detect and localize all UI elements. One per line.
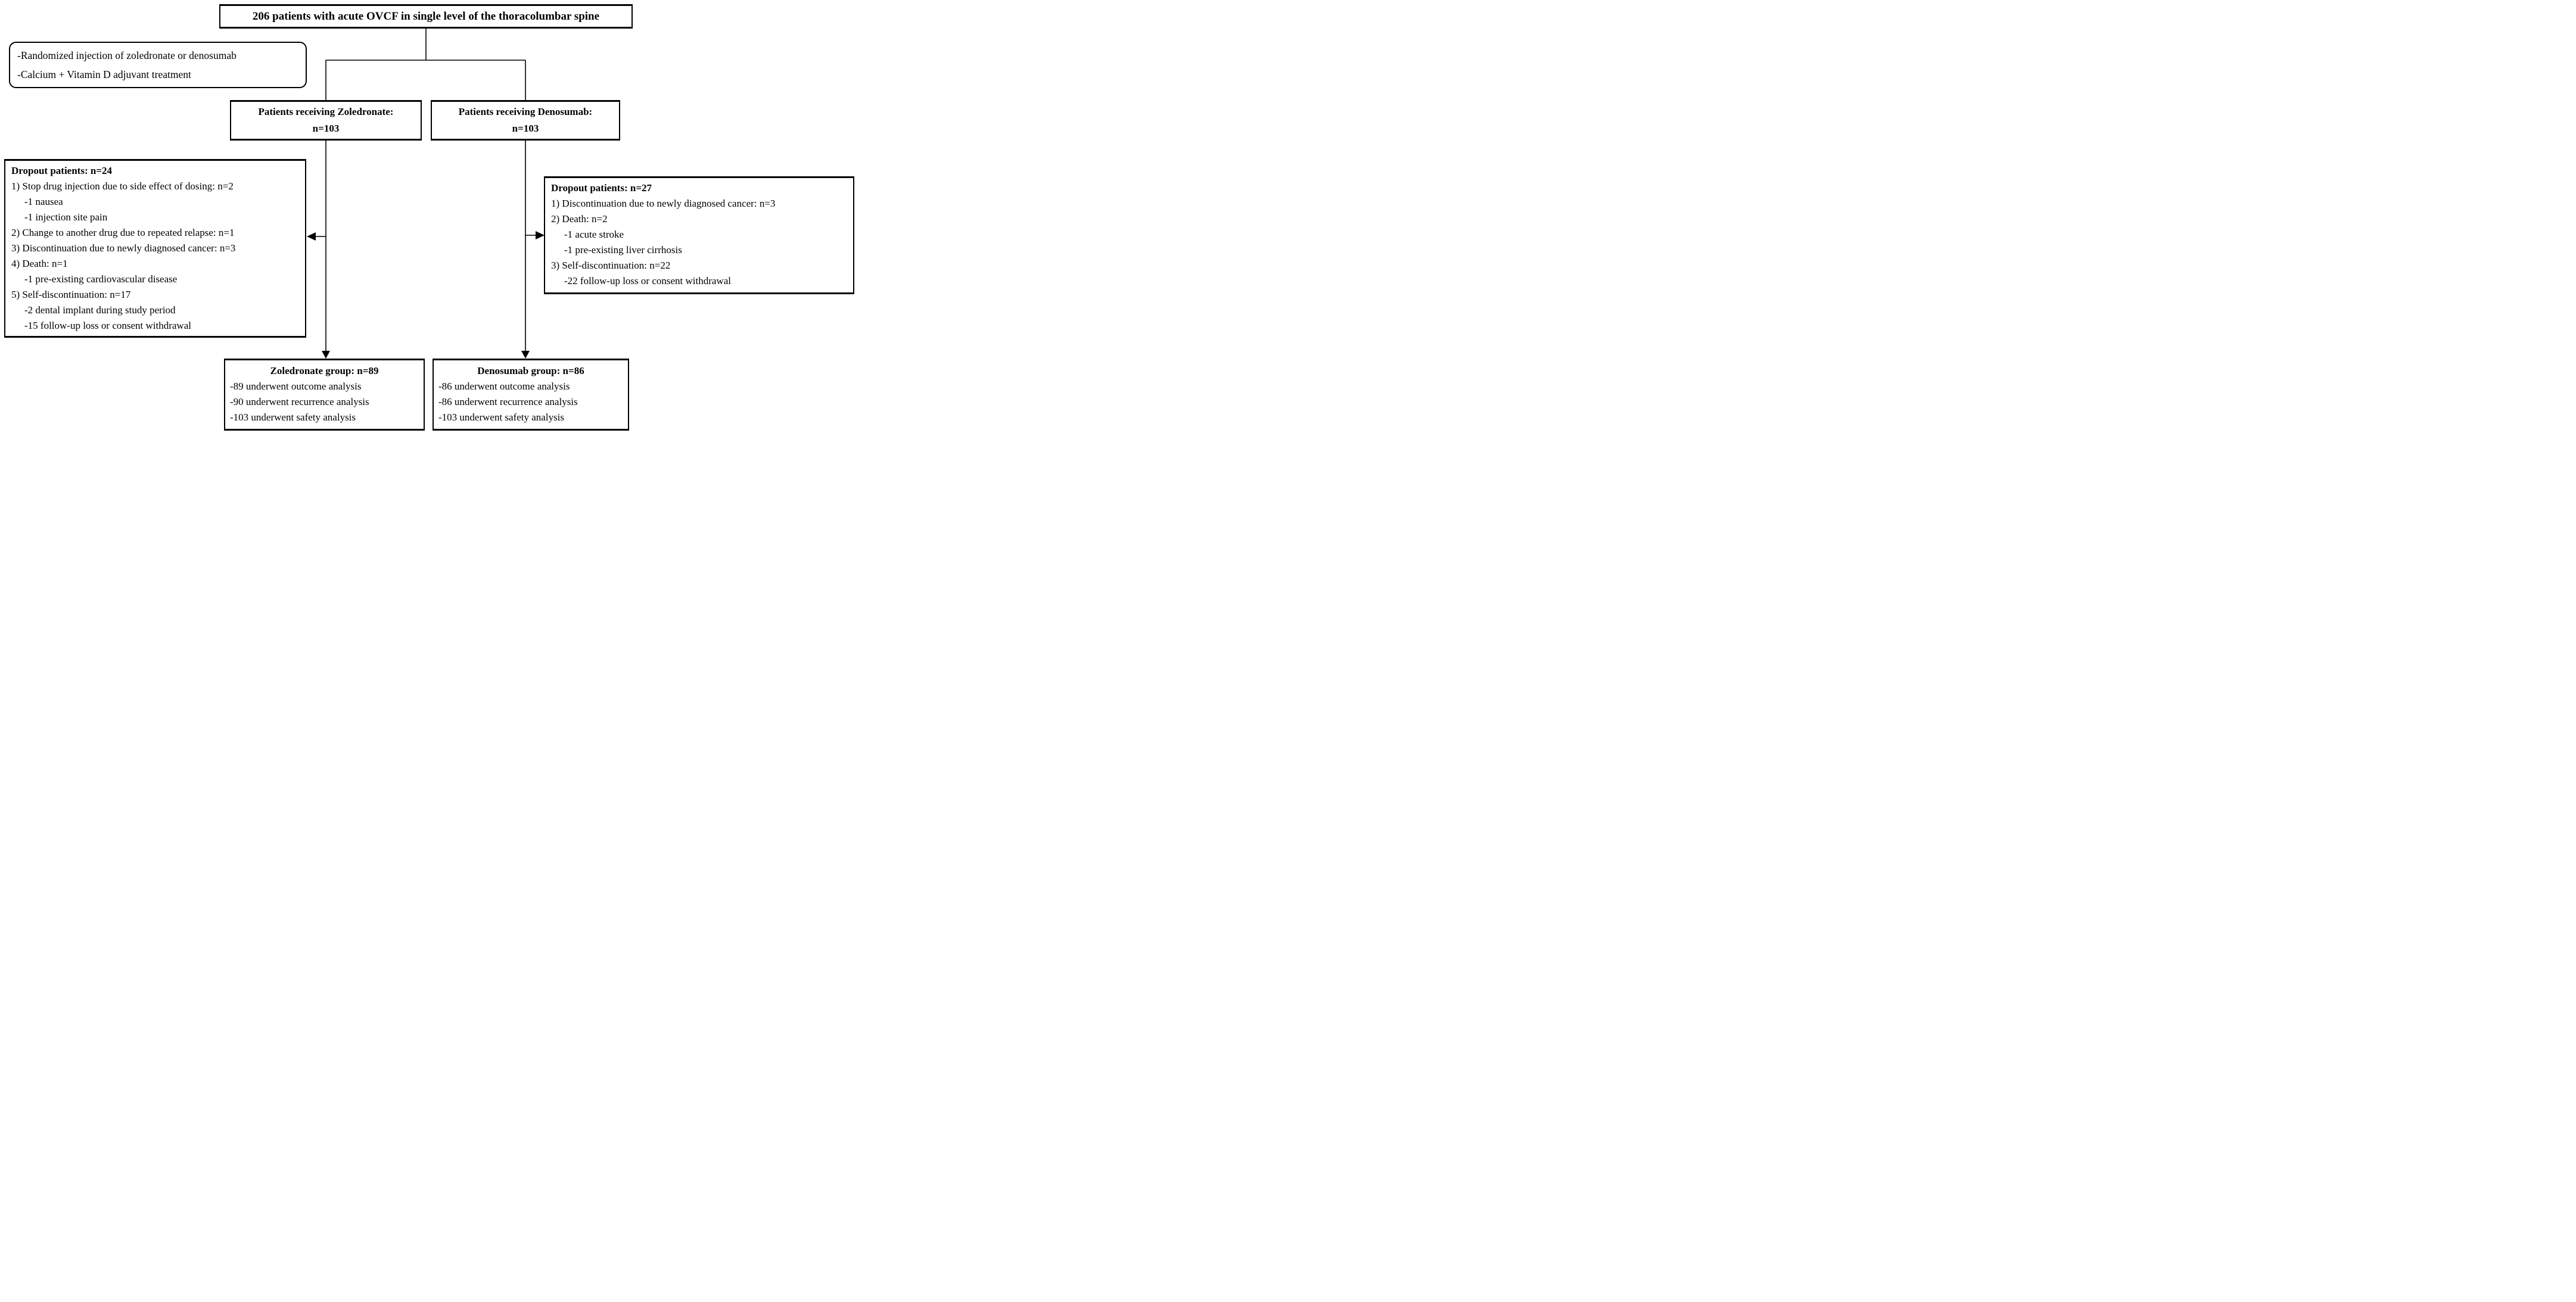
zoledronate-group-box: Zoledronate group: n=89 -89 underwent ou… [224,359,425,431]
analysis-line: -103 underwent safety analysis [230,412,356,423]
intervention-note-box: -Randomized injection of zoledronate or … [9,42,307,88]
denosumab-arm-box: Patients receiving Denosumab: n=103 [431,100,620,141]
denosumab-arm-count: n=103 [512,123,539,134]
dropout-reason: 1) Discontinuation due to newly diagnose… [551,198,776,209]
dropout-reason: 4) Death: n=1 [11,258,68,269]
zoledronate-dropout-title: Dropout patients: n=24 [11,165,113,176]
flow-connectors [307,27,545,359]
dropout-reason: 2) Death: n=2 [551,213,608,225]
dropout-detail: -1 pre-existing liver cirrhosis [564,244,682,256]
dropout-reason: 3) Discontinuation due to newly diagnose… [11,242,236,254]
zoledronate-group-title: Zoledronate group: n=89 [270,365,379,376]
dropout-detail: -1 pre-existing cardiovascular disease [24,273,178,285]
dropout-reason: 3) Self-discontinuation: n=22 [551,260,671,271]
intervention-line: -Calcium + Vitamin D adjuvant treatment [17,68,191,80]
arrow-down-icon [322,351,330,359]
arrow-right-icon [536,231,545,239]
analysis-line: -86 underwent outcome analysis [438,381,570,392]
dropout-detail: -2 dental implant during study period [24,304,176,316]
enrollment-text: 206 patients with acute OVCF in single l… [252,10,600,23]
dropout-detail: -1 nausea [24,196,63,207]
zoledronate-arm-label: Patients receiving Zoledronate: [258,106,394,117]
enrollment-box: 206 patients with acute OVCF in single l… [219,4,633,29]
analysis-line: -89 underwent outcome analysis [230,381,362,392]
denosumab-group-box: Denosumab group: n=86 -86 underwent outc… [433,359,629,431]
dropout-detail: -1 injection site pain [24,211,108,223]
dropout-detail: -1 acute stroke [564,229,624,240]
dropout-detail: -15 follow-up loss or consent withdrawal [24,320,191,331]
analysis-line: -103 underwent safety analysis [438,412,565,423]
denosumab-dropout-title: Dropout patients: n=27 [551,182,652,194]
zoledronate-arm-count: n=103 [312,123,340,134]
dropout-reason: 2) Change to another drug due to repeate… [11,227,235,238]
analysis-line: -86 underwent recurrence analysis [438,396,578,407]
analysis-line: -90 underwent recurrence analysis [230,396,369,407]
dropout-reason: 1) Stop drug injection due to side effec… [11,180,234,192]
dropout-reason: 5) Self-discontinuation: n=17 [11,289,131,300]
zoledronate-dropout-box: Dropout patients: n=24 1) Stop drug inje… [4,159,306,338]
dropout-detail: -22 follow-up loss or consent withdrawal [564,275,731,286]
intervention-line: -Randomized injection of zoledronate or … [17,49,237,61]
zoledronate-arm-box: Patients receiving Zoledronate: n=103 [230,100,422,141]
denosumab-group-title: Denosumab group: n=86 [477,365,584,376]
arrow-left-icon [307,232,316,241]
denosumab-dropout-box: Dropout patients: n=27 1) Discontinuatio… [544,176,854,294]
patient-flowchart: 206 patients with acute OVCF in single l… [0,0,858,434]
denosumab-arm-label: Patients receiving Denosumab: [458,106,593,117]
arrow-down-icon [521,351,530,359]
